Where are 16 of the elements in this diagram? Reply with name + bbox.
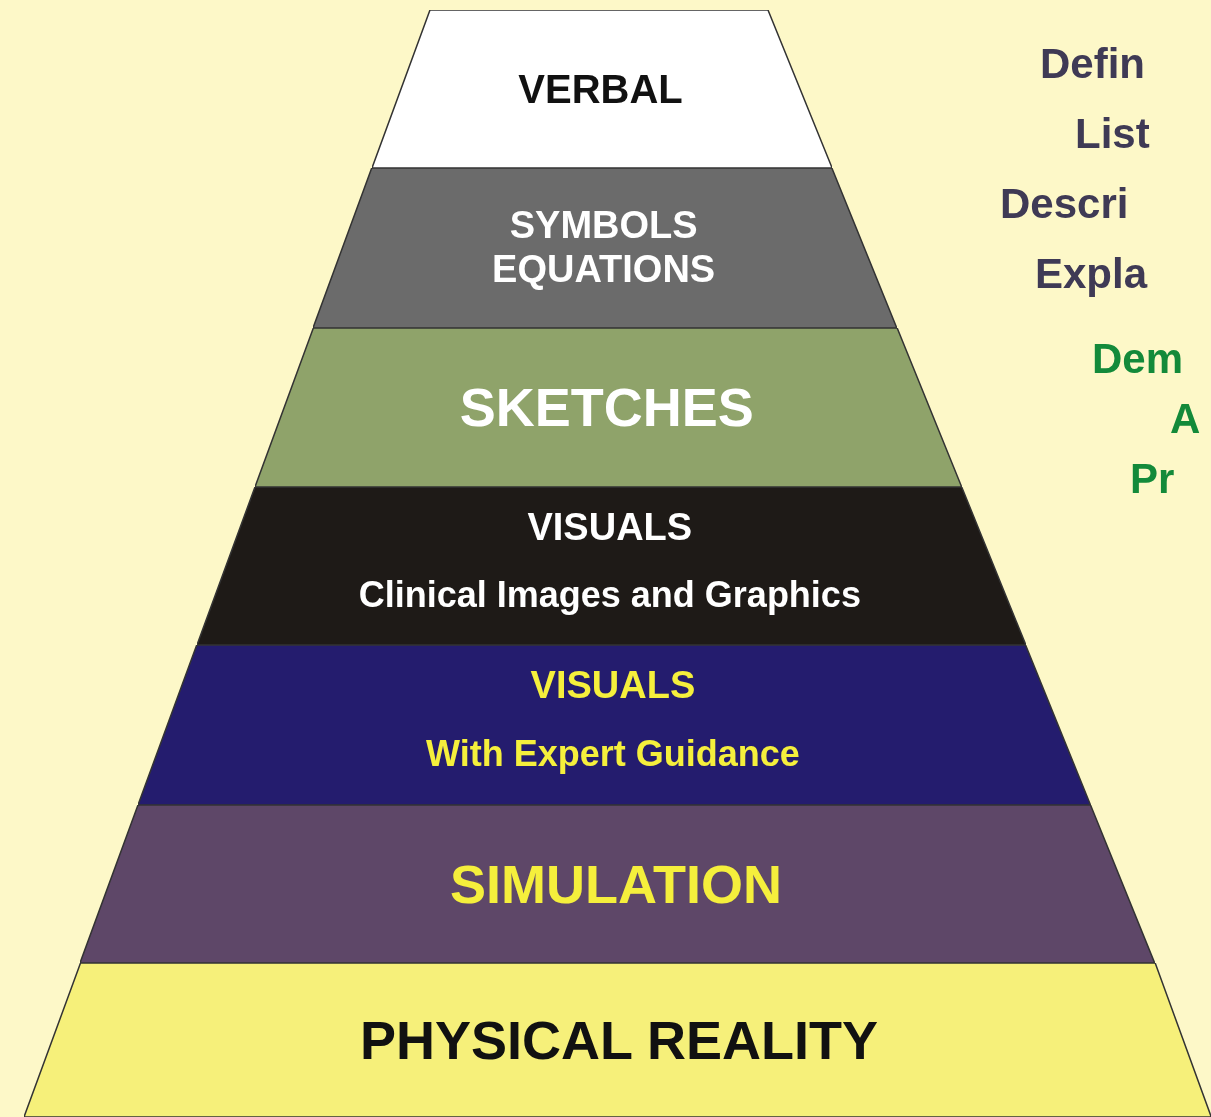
band-title: VISUALS <box>530 664 696 708</box>
verb-label: List <box>1075 110 1150 158</box>
band-title: PHYSICAL REALITY <box>360 1008 879 1072</box>
band-subtitle: Clinical Images and Graphics <box>358 573 861 616</box>
verb-label: Defin <box>1040 40 1145 88</box>
verb-label: Expla <box>1035 250 1148 298</box>
verb-label: Descri <box>1000 180 1129 228</box>
verb-label: Pr <box>1130 455 1175 503</box>
band-title: SIMULATION <box>450 852 782 916</box>
band-subtitle: With Expert Guidance <box>426 733 800 775</box>
verb-label: Dem <box>1092 335 1184 383</box>
band-title: VERBAL <box>518 66 683 112</box>
band-title: SKETCHES <box>459 376 754 439</box>
band-title: SYMBOLS EQUATIONS <box>491 204 717 292</box>
verb-label: A <box>1170 395 1201 443</box>
band-title: VISUALS <box>527 505 693 550</box>
